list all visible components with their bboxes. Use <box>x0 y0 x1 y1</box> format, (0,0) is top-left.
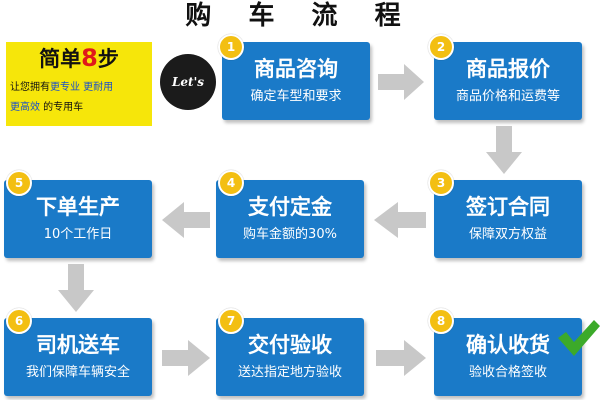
step-4-desc: 购车金额的30% <box>243 227 337 242</box>
arrow-right-icon <box>376 340 426 376</box>
promo-head-suffix: 步 <box>97 47 119 71</box>
step-2-badge: 2 <box>428 34 454 60</box>
step-4-badge: 4 <box>218 170 244 196</box>
check-icon <box>558 320 600 356</box>
step-6-badge: 6 <box>6 308 32 334</box>
promo-head-text: 简单 <box>39 47 82 71</box>
step-6-desc: 我们保障车辆安全 <box>25 365 130 380</box>
step-8-badge: 8 <box>428 308 454 334</box>
promo-head-number: 8 <box>81 44 98 72</box>
step-3-box: 签订合同 保障双方权益 <box>434 180 582 258</box>
step-8-box: 确认收货 验收合格签收 <box>434 318 582 396</box>
promo-line-1-b: 更专业 更耐用 <box>50 82 114 93</box>
step-8-desc: 验收合格签收 <box>468 365 547 380</box>
promo-line-2-a: 更高效 <box>10 102 40 113</box>
step-4-box: 支付定金 购车金额的30% <box>216 180 364 258</box>
promo-line-1-a: 让您拥有 <box>10 82 50 93</box>
step-7-box: 交付验收 送达指定地方验收 <box>216 318 364 396</box>
step-7-title: 交付验收 <box>248 333 332 357</box>
step-5-badge: 5 <box>6 170 32 196</box>
step-1-title: 商品咨询 <box>254 57 338 81</box>
promo-heading: 简单8步 <box>6 45 152 72</box>
step-2-title: 商品报价 <box>466 57 550 81</box>
arrow-left-icon <box>374 202 426 238</box>
step-7-desc: 送达指定地方验收 <box>237 365 342 380</box>
arrow-right-icon <box>162 340 210 376</box>
step-6-box: 司机送车 我们保障车辆安全 <box>4 318 152 396</box>
step-5-desc: 10个工作日 <box>43 227 113 242</box>
arrow-left-icon <box>162 202 210 238</box>
step-3-desc: 保障双方权益 <box>468 227 547 242</box>
step-2-desc: 商品价格和运费等 <box>455 89 560 104</box>
step-5-box: 下单生产 10个工作日 <box>4 180 152 258</box>
promo-line-2-b: 的专用车 <box>40 102 84 113</box>
arrow-down-icon <box>58 264 94 312</box>
step-1-desc: 确定车型和要求 <box>250 89 342 104</box>
step-1-box: 商品咨询 确定车型和要求 <box>222 42 370 120</box>
promo-line-2: 更高效 的专用车 <box>10 100 150 116</box>
promo-banner: 简单8步 让您拥有更专业 更耐用 更高效 的专用车 <box>6 42 152 126</box>
step-2-box: 商品报价 商品价格和运费等 <box>434 42 582 120</box>
step-6-title: 司机送车 <box>36 333 120 357</box>
step-3-badge: 3 <box>428 170 454 196</box>
arrow-right-icon <box>378 64 424 100</box>
step-5-title: 下单生产 <box>36 195 120 219</box>
step-7-badge: 7 <box>218 308 244 334</box>
lets-go-badge: Let's go! <box>160 54 216 145</box>
promo-line-1: 让您拥有更专业 更耐用 <box>10 80 150 96</box>
step-3-title: 签订合同 <box>466 195 550 219</box>
step-8-title: 确认收货 <box>466 333 550 357</box>
arrow-down-icon <box>486 126 522 174</box>
page-title: 购 车 流 程 <box>185 1 415 31</box>
step-1-badge: 1 <box>218 34 244 60</box>
step-4-title: 支付定金 <box>248 195 332 219</box>
